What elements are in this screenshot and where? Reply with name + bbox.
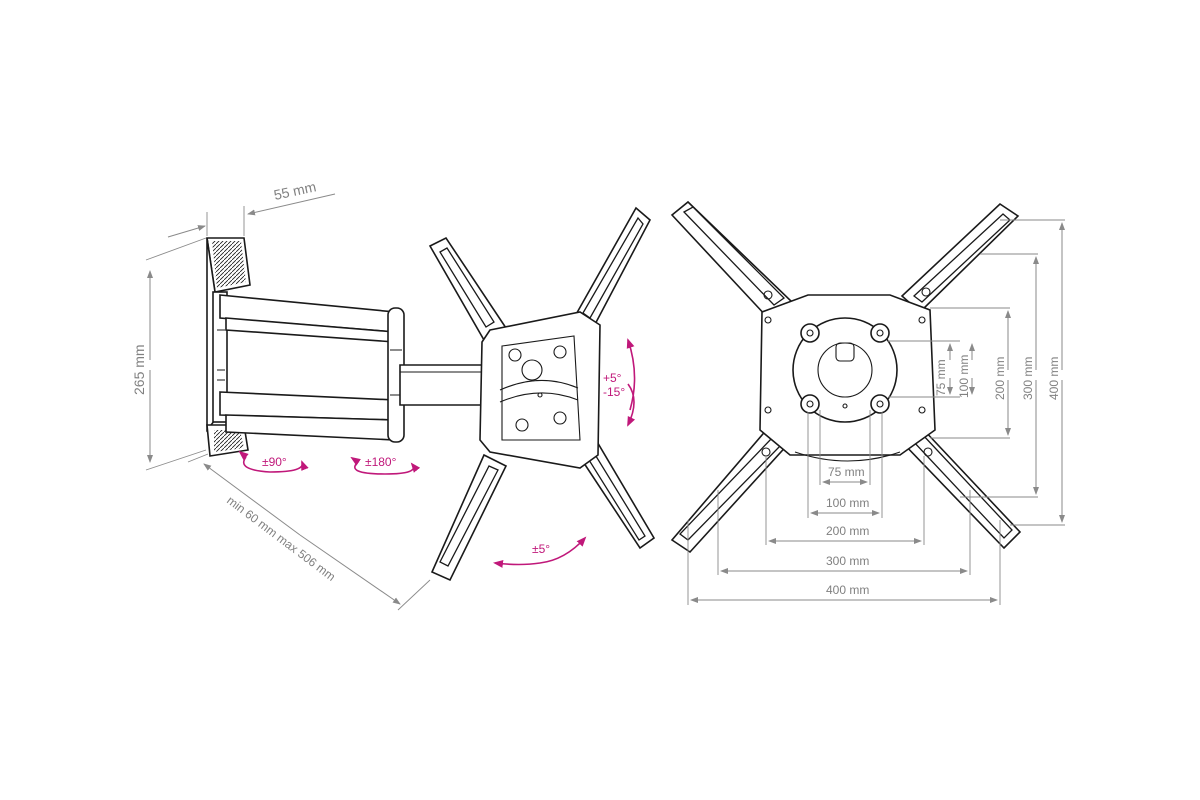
tilt-arm-upper-left	[428, 236, 508, 342]
vesa-v-75-label: 75 mm	[934, 359, 948, 396]
vesa-arm-lower-left	[670, 426, 792, 554]
vesa-v-100-label: 100 mm	[957, 355, 971, 398]
rotation-label: ±5°	[532, 542, 550, 556]
vesa-h-100-label: 100 mm	[826, 496, 869, 510]
wall-swivel-indicator: ±90°	[238, 450, 309, 473]
tilt-down-label: -15°	[603, 385, 625, 399]
vesa-holes	[764, 316, 926, 414]
depth-dimension: 55 mm	[167, 178, 336, 238]
vesa-h-400-label: 400 mm	[826, 583, 869, 597]
arm-swivel-label: ±180°	[365, 455, 397, 469]
wall-swivel-label: ±90°	[262, 455, 287, 469]
vesa-h-200-label: 200 mm	[826, 524, 869, 538]
rotation-indicator: ±5°	[493, 536, 587, 568]
vesa-front-view: 75 mm 100 mm 200 mm 300 mm 400 mm	[670, 200, 1065, 605]
tilt-arm-lower-left	[430, 453, 508, 582]
upper-arm	[219, 294, 405, 443]
horizontal-dimensions: 75 mm 100 mm 200 mm 300 mm 400 mm	[687, 410, 1001, 605]
center-hub	[792, 317, 898, 423]
vesa-arm-lower-right	[900, 426, 1022, 550]
tilt-up-label: +5°	[603, 371, 622, 385]
vesa-h-300-label: 300 mm	[826, 554, 869, 568]
forearm	[399, 364, 493, 406]
vesa-h-75-label: 75 mm	[828, 465, 865, 479]
side-view: 55 mm 265 mm min 60 mm max 506 mm ±90°	[131, 178, 493, 611]
height-label: 265 mm	[131, 344, 147, 395]
extension-dimension: min 60 mm max 506 mm	[187, 453, 431, 611]
vesa-v-200-label: 200 mm	[993, 357, 1007, 400]
vesa-arm-upper-right	[900, 202, 1020, 314]
vertical-dimensions: 75 mm 100 mm 200 mm 300 mm 400 mm	[888, 219, 1065, 526]
extension-label: min 60 mm max 506 mm	[224, 493, 338, 584]
tilt-indicator: +5° -15°	[603, 338, 636, 427]
vesa-v-300-label: 300 mm	[1021, 357, 1035, 400]
arm-swivel-indicator: ±180°	[350, 455, 421, 475]
tilt-center-plate	[479, 311, 601, 469]
vesa-arm-upper-left	[670, 200, 794, 320]
tilt-arm-upper-right	[572, 206, 652, 332]
vesa-v-400-label: 400 mm	[1047, 357, 1061, 400]
tilt-view: +5° -15° ±5°	[428, 206, 656, 582]
height-dimension: 265 mm	[131, 237, 207, 471]
